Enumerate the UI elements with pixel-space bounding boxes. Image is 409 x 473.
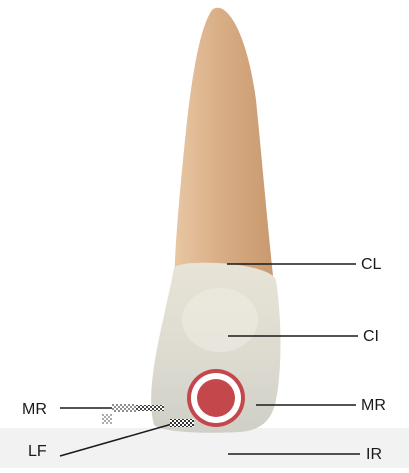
label-ir: IR (366, 447, 382, 463)
label-lf: LF (28, 444, 47, 460)
ground-band (0, 428, 409, 468)
checkered-marker-icon (112, 404, 136, 412)
label-ci: CI (363, 329, 379, 345)
label-mr-right: MR (361, 398, 386, 414)
checkered-marker-icon (170, 419, 194, 427)
label-mr-left: MR (22, 402, 47, 418)
lesion-marker (187, 369, 245, 427)
crown-highlight (182, 288, 258, 352)
checkered-marker-icon (136, 405, 164, 411)
checkered-marker-icon (102, 414, 112, 424)
tooth-root (174, 8, 274, 285)
label-cl: CL (361, 257, 381, 273)
